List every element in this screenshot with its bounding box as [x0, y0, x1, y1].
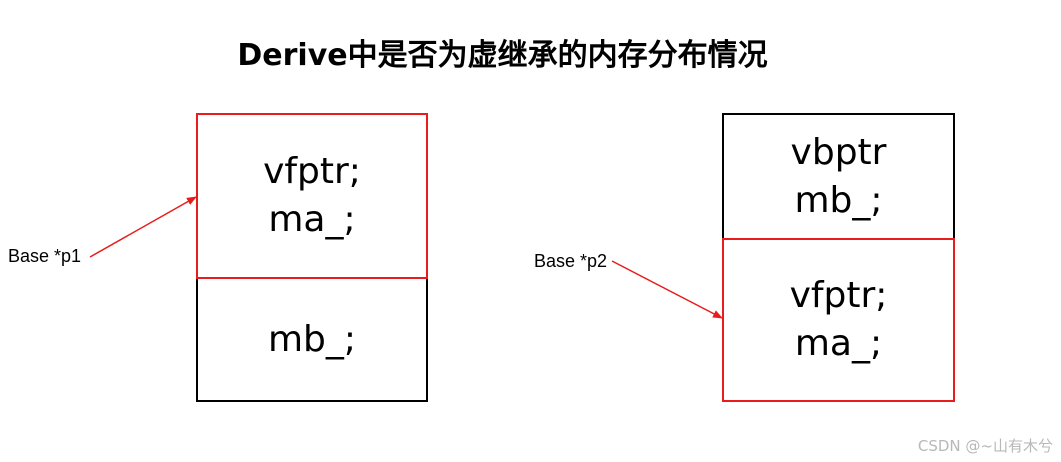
right-pointer-label: Base *p2 [534, 251, 608, 271]
diagram-title: Derive中是否为虚继承的内存分布情况 [237, 38, 768, 73]
left-base-line1: vfptr; [263, 151, 361, 192]
right-derive-line2: mb_; [794, 179, 883, 221]
left-pointer-arrow [89, 196, 197, 258]
watermark: CSDN @~山有木兮 [917, 437, 1053, 455]
right-base-block: vfptr; ma_; [722, 238, 955, 402]
right-base-line1: vfptr; [789, 275, 888, 316]
right-base-line2: ma_; [794, 323, 883, 364]
right-derive-line1: vbptr [790, 131, 887, 173]
left-pointer-label: Base *p1 [8, 246, 82, 266]
left-derive-line1: mb_; [267, 318, 357, 360]
left-base-line2: ma_; [268, 199, 356, 240]
left-base-block: vfptr; ma_; [196, 113, 428, 279]
right-pointer-arrow [611, 260, 723, 319]
